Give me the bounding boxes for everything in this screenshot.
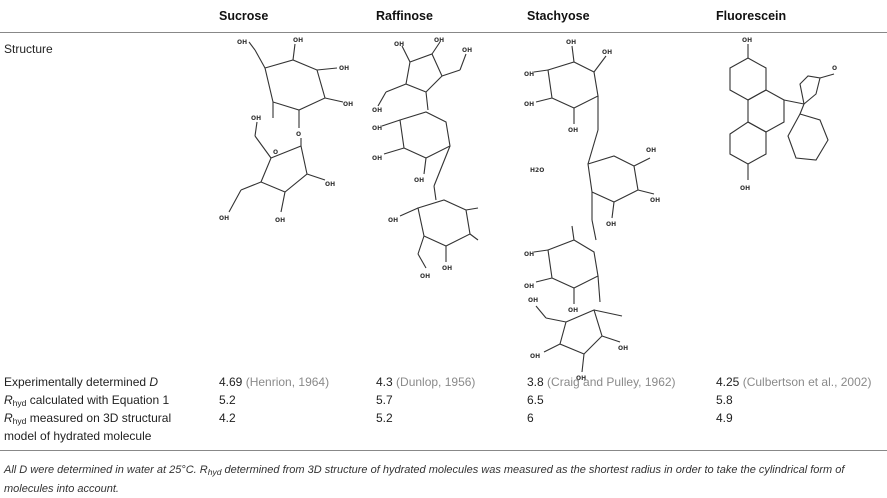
oh-label: OH: [524, 283, 534, 290]
oh-label: OH: [343, 101, 353, 108]
oh-label: OH: [576, 375, 586, 382]
oh-label: OH: [219, 215, 229, 222]
header-fluorescein: Fluorescein: [716, 9, 787, 23]
rhyd-calc-sucrose: 5.2: [219, 393, 236, 407]
oh-label: OH: [742, 37, 752, 44]
ref-link[interactable]: (Culbertson et al., 2002): [742, 375, 872, 389]
oh-label: OH: [618, 345, 628, 352]
fluorescein-structure-image: OH OH O: [729, 37, 837, 192]
oh-label: OH: [524, 251, 534, 258]
water-label: H2O: [530, 167, 544, 174]
raffinose-structure-image: OH OH OH OH OH OH OH OH OH OH: [372, 37, 479, 280]
oh-label: OH: [524, 71, 534, 78]
oh-label: OH: [524, 101, 534, 108]
sucrose-structure-image: OH OH OH OH O OH OH OH OH O: [219, 37, 353, 224]
oh-label: OH: [251, 115, 261, 122]
bottom-rule: [0, 450, 887, 451]
oh-label: OH: [414, 177, 424, 184]
table-footnote: All D were determined in water at 25°C. …: [4, 464, 845, 495]
oh-label: OH: [275, 217, 285, 224]
header-sucrose: Sucrose: [219, 9, 269, 23]
oh-label: OH: [372, 107, 382, 114]
ring-o-label: O: [832, 65, 837, 72]
header-raffinose: Raffinose: [376, 9, 433, 23]
row-label-exp-d: Experimentally determined D: [4, 375, 159, 389]
rhyd-meas-stachyose: 6: [527, 411, 534, 425]
ref-link[interactable]: (Dunlop, 1956): [396, 375, 476, 389]
exp-d-sucrose: 4.69 (Henrion, 1964): [219, 375, 330, 389]
oh-label: OH: [442, 265, 452, 272]
oh-label: OH: [530, 353, 540, 360]
header-rule: [0, 32, 887, 33]
oh-label: OH: [388, 217, 398, 224]
exp-d-fluorescein: 4.25 (Culbertson et al., 2002): [716, 375, 872, 389]
row-label-rhyd-meas: Rhyd measured on 3D structural model of …: [4, 411, 172, 443]
oh-label: OH: [325, 181, 335, 188]
oh-label: OH: [602, 49, 612, 56]
oh-label: OH: [293, 37, 303, 44]
oh-label: OH: [528, 297, 538, 304]
oh-label: OH: [568, 307, 578, 314]
rhyd-meas-raffinose: 5.2: [376, 411, 393, 425]
ring-o-label: O: [273, 149, 278, 156]
rhyd-calc-stachyose: 6.5: [527, 393, 544, 407]
rhyd-meas-fluorescein: 4.9: [716, 411, 733, 425]
ref-link[interactable]: (Craig and Pulley, 1962): [547, 375, 676, 389]
header-stachyose: Stachyose: [527, 9, 590, 23]
exp-d-raffinose: 4.3 (Dunlop, 1956): [376, 375, 476, 389]
oh-label: OH: [568, 127, 578, 134]
row-label-structure: Structure: [4, 42, 53, 56]
oh-label: OH: [650, 197, 660, 204]
oh-label: OH: [372, 155, 382, 162]
oh-label: OH: [237, 39, 247, 46]
oh-label: OH: [606, 221, 616, 228]
oh-label: OH: [394, 41, 404, 48]
rhyd-meas-sucrose: 4.2: [219, 411, 236, 425]
exp-d-stachyose: 3.8 (Craig and Pulley, 1962): [527, 375, 676, 389]
row-label-rhyd-calc: Rhyd calculated with Equation 1: [4, 393, 170, 408]
oh-label: OH: [462, 47, 472, 54]
oh-label: OH: [646, 147, 656, 154]
oh-label: OH: [566, 39, 576, 46]
oh-label: OH: [339, 65, 349, 72]
oh-label: OH: [434, 37, 444, 44]
ref-link[interactable]: (Henrion, 1964): [245, 375, 330, 389]
ring-o-label: O: [296, 131, 301, 138]
stachyose-structure-image: OH OH OH OH OH H2O OH OH OH OH OH OH OH …: [524, 39, 660, 382]
oh-label: OH: [420, 273, 430, 280]
rhyd-calc-raffinose: 5.7: [376, 393, 393, 407]
oh-label: OH: [740, 185, 750, 192]
rhyd-calc-fluorescein: 5.8: [716, 393, 733, 407]
oh-label: OH: [372, 125, 382, 132]
